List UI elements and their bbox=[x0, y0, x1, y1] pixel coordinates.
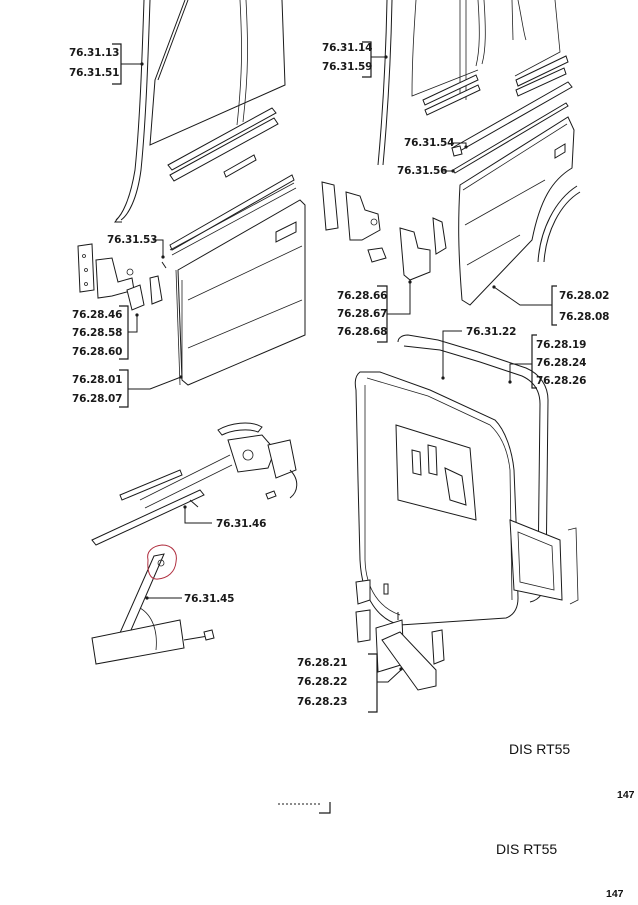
part-number-label: 76.31.59 bbox=[322, 61, 373, 73]
part-number-label: 76.28.58 bbox=[72, 327, 123, 339]
part-number-label: 76.31.22 bbox=[466, 326, 517, 338]
part-number-label: 76.28.66 bbox=[337, 290, 388, 302]
part-number-label: 76.28.23 bbox=[297, 696, 348, 708]
rear-door-panel bbox=[458, 116, 575, 306]
rear-waist-inner-part bbox=[451, 81, 573, 157]
rear-waist-outer-part bbox=[452, 102, 569, 174]
red-circle-annotation bbox=[147, 544, 177, 580]
part-number-label: 76.31.13 bbox=[69, 47, 120, 59]
page-number: 147 bbox=[617, 789, 635, 801]
electric-window-regulator bbox=[91, 422, 298, 546]
wheel-arch-trim bbox=[537, 185, 581, 263]
part-number-label: 76.28.21 bbox=[297, 657, 348, 669]
front-door-panel bbox=[175, 199, 306, 386]
manual-window-regulator bbox=[91, 553, 215, 665]
rear-glass-channel-part bbox=[377, 0, 393, 166]
part-number-label: 76.28.26 bbox=[536, 375, 587, 387]
rear-waist-strips bbox=[422, 55, 569, 116]
part-number-label: 76.28.24 bbox=[536, 357, 587, 369]
part-number-label: 76.31.54 bbox=[404, 137, 455, 149]
front-glass-channel-part bbox=[114, 0, 151, 223]
part-number-label: 76.28.46 bbox=[72, 309, 123, 321]
tailgate-hinge-parts bbox=[355, 579, 445, 691]
part-number-label: 76.31.14 bbox=[322, 42, 373, 54]
part-number-label: 76.28.68 bbox=[337, 326, 388, 338]
part-number-label: 76.28.60 bbox=[72, 346, 123, 358]
front-waist-seal-part bbox=[161, 174, 297, 269]
part-number-label: 76.28.22 bbox=[297, 676, 348, 688]
part-number-label: 76.31.53 bbox=[107, 234, 158, 246]
rear-hinges-part bbox=[321, 181, 447, 281]
part-number-label: 76.28.67 bbox=[337, 308, 388, 320]
part-number-label: 76.28.19 bbox=[536, 339, 587, 351]
part-number-label: 76.28.08 bbox=[559, 311, 610, 323]
part-number-label: 76.31.45 bbox=[184, 593, 235, 605]
part-number-label: 76.28.01 bbox=[72, 374, 123, 386]
diagram-code: DIS RT55 bbox=[496, 841, 558, 857]
part-number-label: 76.28.07 bbox=[72, 393, 123, 405]
part-number-label: 76.31.56 bbox=[397, 165, 448, 177]
front-waist-strips bbox=[167, 107, 279, 182]
page-number: 147 bbox=[606, 888, 624, 900]
part-number-label: 76.31.51 bbox=[69, 67, 120, 79]
leader-lines bbox=[112, 41, 557, 814]
diagram-code: DIS RT55 bbox=[509, 741, 571, 757]
door-shell-part bbox=[354, 371, 579, 626]
front-hinge-plate bbox=[77, 243, 163, 311]
part-number-label: 76.31.46 bbox=[216, 518, 267, 530]
part-number-label: 76.28.02 bbox=[559, 290, 610, 302]
front-door-glass bbox=[149, 0, 286, 146]
